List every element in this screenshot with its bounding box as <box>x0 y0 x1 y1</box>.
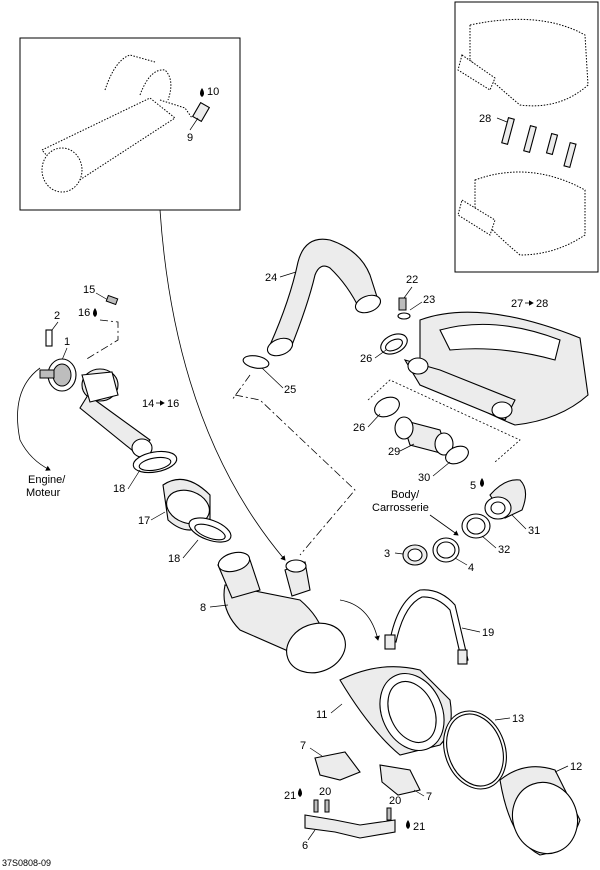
callout-22: 22 <box>406 274 418 286</box>
callout-4: 4 <box>468 562 474 574</box>
screw-part-15 <box>105 294 119 306</box>
oxygen-sensor-part-9 <box>191 101 211 123</box>
screw-part-20-left <box>313 799 330 813</box>
muffler-part-8 <box>217 551 346 674</box>
callout-3: 3 <box>384 548 390 560</box>
exhaust-hose-part-24 <box>266 238 382 357</box>
callout-26-lower: 26 <box>353 422 365 434</box>
callout-14: 14 <box>142 398 154 410</box>
seal-ring-part-25 <box>242 355 270 369</box>
callout-30: 30 <box>418 472 430 484</box>
callout-20-right: 20 <box>389 795 401 807</box>
callout-19: 19 <box>482 627 494 639</box>
bracket-part-6 <box>304 814 396 839</box>
callout-17: 17 <box>138 515 150 527</box>
clamp-part-18-upper <box>132 450 178 474</box>
washer-part-23 <box>397 312 411 320</box>
callout-14-ref-16: 16 <box>167 398 179 410</box>
callout-2: 2 <box>54 310 60 322</box>
callout-21-left: 21 <box>284 790 296 802</box>
lubricant-drop-icon-21-right <box>406 820 410 829</box>
bracket-part-7-lower <box>379 764 421 796</box>
inset-muffler-drawing <box>41 54 193 193</box>
callout-31: 31 <box>528 525 540 537</box>
engine-note-line2: Moteur <box>26 487 61 499</box>
screw-part-20-right <box>386 807 392 821</box>
heat-shield-part-11 <box>339 666 452 756</box>
callout-18-lower: 18 <box>168 553 180 565</box>
callout-16: 16 <box>78 307 90 319</box>
callout-10: 10 <box>207 86 219 98</box>
clamp-part-26-upper <box>380 333 408 355</box>
seal-ring-part-32 <box>461 513 491 539</box>
callout-7-upper: 7 <box>300 740 306 752</box>
callout-1: 1 <box>64 336 70 348</box>
callout-29: 29 <box>388 446 400 458</box>
inset-muffler-sensor: 9 10 <box>19 37 241 211</box>
callout-32: 32 <box>498 544 510 556</box>
hose-part-29 <box>394 416 454 456</box>
callout-25: 25 <box>284 384 296 396</box>
callout-8: 8 <box>200 602 206 614</box>
coupling-hose-part-17 <box>162 478 211 531</box>
callout-24: 24 <box>265 272 277 284</box>
callout-13: 13 <box>512 713 524 725</box>
callout-28: 28 <box>479 113 491 125</box>
outlet-elbow-part-31 <box>484 479 527 520</box>
pin-part-2 <box>45 329 53 347</box>
callout-5: 5 <box>470 480 476 492</box>
inset-air-box-kit: 28 <box>454 1 599 273</box>
bracket-part-7-upper <box>314 751 361 781</box>
diagram-code: 37S0808-09 <box>2 858 51 868</box>
callout-15: 15 <box>83 284 95 296</box>
callout-18-upper: 18 <box>113 483 125 495</box>
retaining-strap-part-19 <box>384 589 469 665</box>
engine-note-line1: Engine/ <box>28 474 66 486</box>
clamp-part-18-lower <box>188 517 232 543</box>
rivet-part-28 <box>501 116 577 169</box>
body-note-line2: Carrosserie <box>372 502 429 514</box>
callout-26-upper: 26 <box>360 353 372 365</box>
clamp-part-26-lower <box>374 396 400 418</box>
callout-9: 9 <box>187 132 193 144</box>
clamp-part-1 <box>39 358 77 392</box>
exhaust-manifold-part-14 <box>79 368 153 458</box>
inset-air-box-lower <box>457 171 586 256</box>
grommet-part-3 <box>402 544 428 566</box>
callout-27: 27 <box>511 298 523 310</box>
callout-21-right: 21 <box>413 821 425 833</box>
ring-part-4 <box>432 537 460 563</box>
callout-23: 23 <box>423 294 435 306</box>
callout-27-ref-28: 28 <box>536 298 548 310</box>
lubricant-drop-icon <box>200 88 204 97</box>
callout-12: 12 <box>570 761 582 773</box>
clamp-part-30 <box>445 445 469 465</box>
callout-20-left: 20 <box>319 786 331 798</box>
seal-ring-part-13 <box>443 710 507 790</box>
body-note-line1: Body/ <box>391 489 420 501</box>
lubricant-drop-icon-21-left <box>298 788 302 797</box>
lubricant-drop-icon-16 <box>93 308 97 317</box>
end-cap-part-12 <box>499 766 581 856</box>
callout-7-lower: 7 <box>426 791 432 803</box>
bolt-part-22 <box>398 297 407 311</box>
air-box-part-27 <box>403 311 589 426</box>
callout-11: 11 <box>316 709 327 721</box>
lubricant-drop-icon-5 <box>480 478 484 487</box>
callout-6: 6 <box>302 840 308 852</box>
inset-air-box-upper <box>457 18 589 107</box>
